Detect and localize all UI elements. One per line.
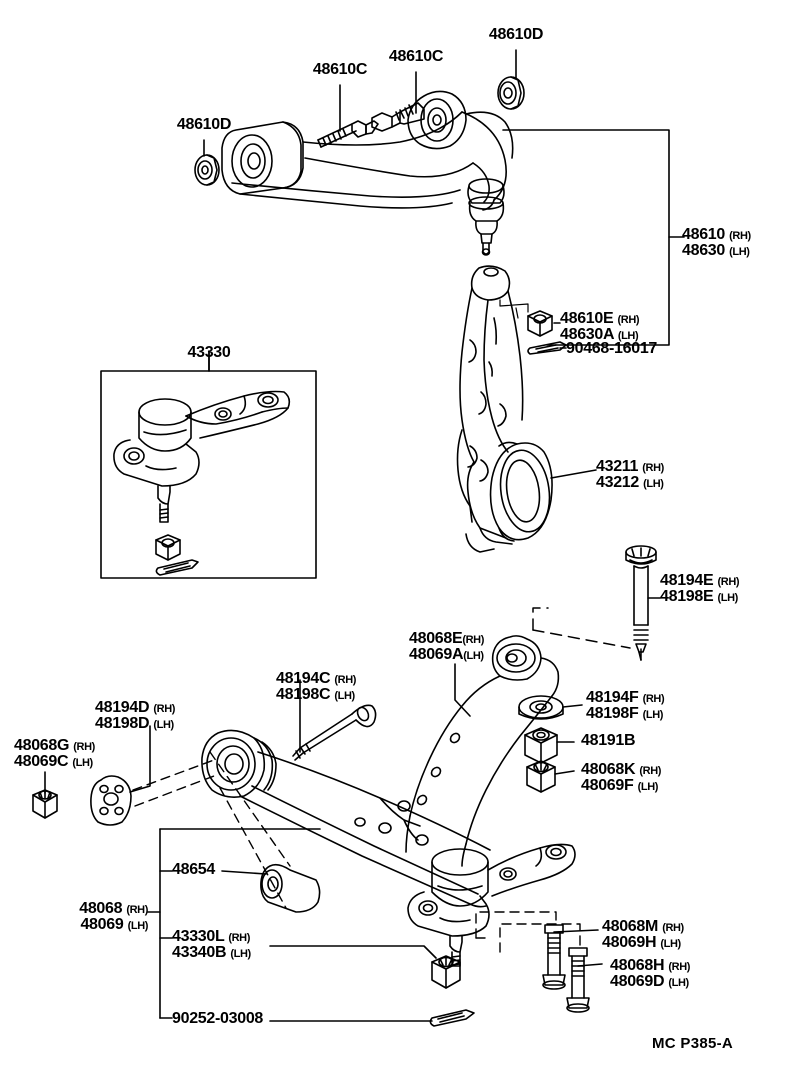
label-48610C-left: 48610C <box>312 61 368 78</box>
label-strut-rod: 48068E(RH) 48069A(LH) <box>409 630 484 664</box>
upper-arm-nut-left <box>194 154 220 186</box>
cam-washer <box>90 775 132 826</box>
rear-long-bolt <box>625 545 657 661</box>
label-48068G: 48068G (RH) 48069C (LH) <box>14 737 95 771</box>
front-long-bolt <box>292 704 377 761</box>
upper-control-arm-illustration <box>194 76 525 256</box>
label-90468-16017: 90468-16017 <box>566 340 658 357</box>
label-48191B: 48191B <box>581 732 636 749</box>
label-48068M: 48068M (RH) 48069H (LH) <box>602 918 684 952</box>
strut-rod-illustration <box>405 635 560 867</box>
label-48610C-right: 48610C <box>388 48 444 65</box>
lower-ball-joint-nut <box>431 955 461 989</box>
upper-ball-joint-nut <box>527 310 553 337</box>
label-48610D-right: 48610D <box>488 26 544 43</box>
bush-guide <box>209 751 291 909</box>
upper-arm-nut-right <box>497 76 525 110</box>
footer-sheet-code: MC P385-A <box>652 1035 734 1052</box>
label-48194E: 48194E (RH) 48198E (LH) <box>660 572 740 606</box>
steering-knuckle-illustration <box>456 265 567 553</box>
upper-arm-bolt-left <box>317 120 379 148</box>
label-48194D: 48194D (RH) 48198D (LH) <box>95 699 176 733</box>
bolt-48068H <box>566 947 590 1013</box>
label-43330-inset: 43330 <box>187 344 231 361</box>
label-48068K: 48068K (RH) 48069F (LH) <box>581 761 662 795</box>
label-upper-arm-assembly: 48610 (RH) 48630 (LH) <box>682 226 751 260</box>
label-48194F: 48194F (RH) 48198F (LH) <box>586 689 665 723</box>
nut-48068G <box>32 789 58 819</box>
label-48654: 48654 <box>172 861 215 878</box>
bolt-48068M <box>542 924 566 990</box>
rear-bolt-guide <box>532 607 642 661</box>
label-lower-arm-assembly: 48068 (RH) 48069 (LH) <box>79 900 148 934</box>
label-43330L: 43330L (RH) 43340B (LH) <box>172 928 251 962</box>
nut-48068K <box>526 760 556 793</box>
spacer-48191B <box>524 727 558 764</box>
washer-48194F <box>518 695 564 720</box>
label-90252-03008: 90252-03008 <box>172 1010 264 1027</box>
label-upper-ball-joint-nut: 48610E (RH) 48630A (LH) <box>560 310 640 344</box>
label-steering-knuckle: 43211 (RH) 43212 (LH) <box>596 458 664 492</box>
leader-lines <box>44 49 685 1022</box>
label-48068H: 48068H (RH) 48069D (LH) <box>610 957 691 991</box>
label-48194C: 48194C (RH) 48198C (LH) <box>276 670 357 704</box>
label-48610D-left: 48610D <box>176 116 232 133</box>
inset-lower-ball-joint-illustration <box>113 390 291 576</box>
inset-box-43330 <box>100 351 317 579</box>
cam-washer-guide <box>132 759 215 807</box>
bolt-guides <box>475 911 581 953</box>
lower-control-arm-illustration <box>201 729 576 967</box>
upper-arm-bolt-right <box>371 102 425 132</box>
bush-48654 <box>260 863 321 913</box>
lower-cotter-pin <box>429 1009 475 1027</box>
